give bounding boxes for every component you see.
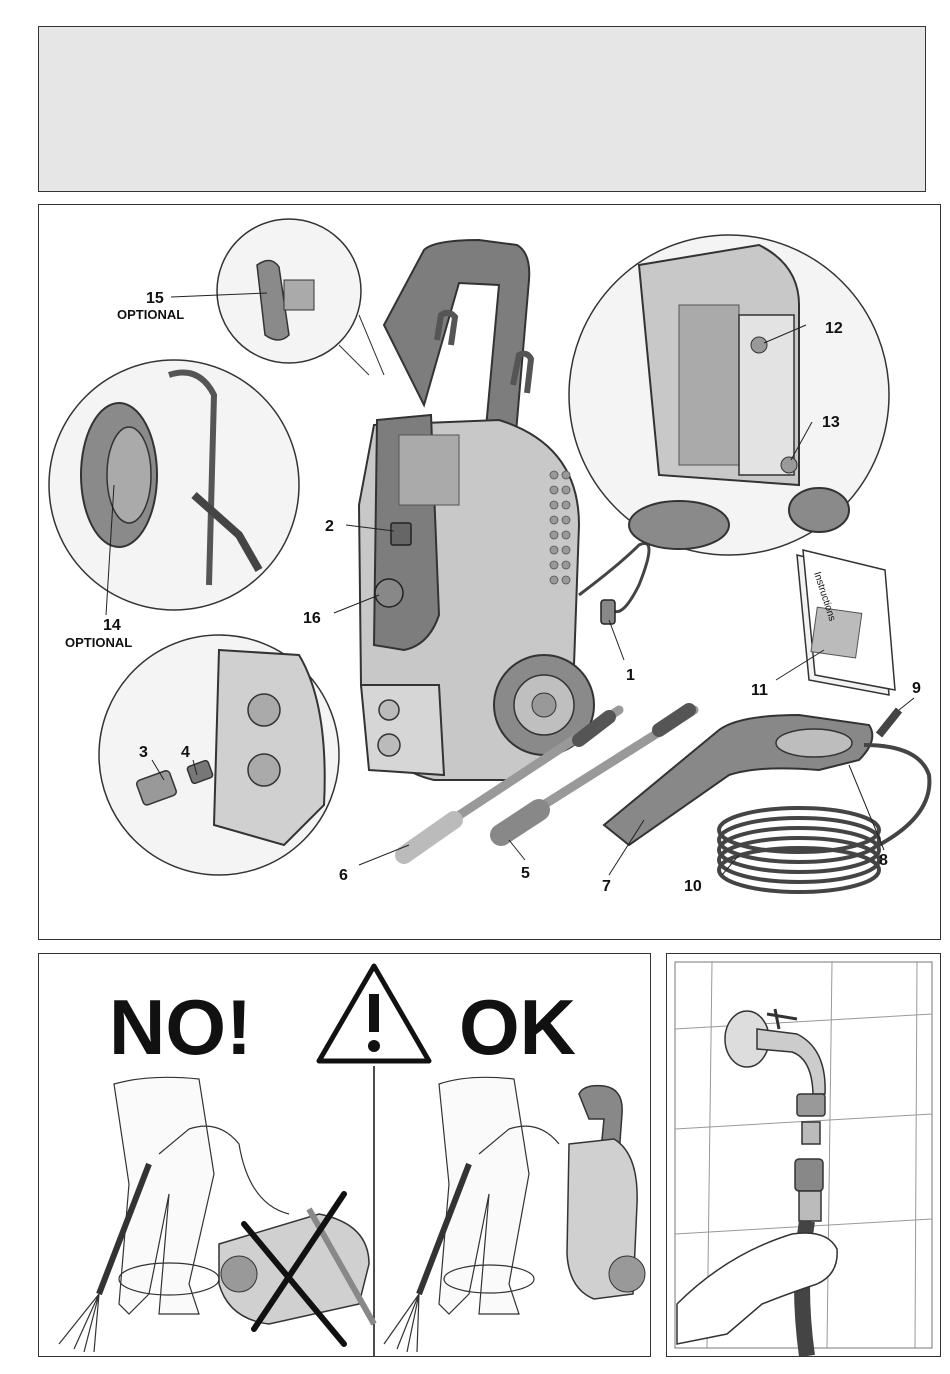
pressure-dial-icon [375, 579, 403, 607]
callout-14: 14 [103, 617, 121, 634]
instruction-booklet-illustration: Instructions [797, 550, 895, 695]
washer-upright-illustration [567, 1086, 645, 1299]
optional-label-15: OPTIONAL [117, 307, 184, 322]
callout-1: 1 [626, 667, 635, 684]
detail-circle-15 [217, 219, 384, 375]
no-label: NO! [109, 983, 252, 1071]
tap-connection-illustration [667, 954, 940, 1356]
callout-9: 9 [912, 680, 921, 697]
hand-icon [677, 1233, 837, 1344]
callout-12: 12 [825, 320, 843, 337]
detail-circle-3-4 [99, 635, 339, 875]
top-blank-panel [38, 26, 926, 192]
callout-5: 5 [521, 865, 530, 882]
optional-label-14: OPTIONAL [65, 635, 132, 650]
callout-7: 7 [602, 878, 611, 895]
callout-8: 8 [879, 852, 888, 869]
callout-4: 4 [181, 744, 190, 761]
on-off-switch-icon [391, 523, 411, 545]
usage-warning-illustration: NO! OK [39, 954, 650, 1356]
tap-connection-panel [666, 953, 941, 1357]
callout-2: 2 [325, 518, 334, 535]
usage-warning-panel: NO! OK [38, 953, 651, 1357]
detail-circle-14 [49, 360, 299, 610]
warning-triangle-icon [319, 966, 429, 1061]
power-plug-icon [601, 600, 615, 624]
callout-3: 3 [139, 744, 148, 761]
callout-11: 11 [751, 682, 768, 699]
callout-6: 6 [339, 867, 348, 884]
ok-label: OK [459, 983, 576, 1071]
callout-15: 15 [146, 290, 164, 307]
operator-figure-correct [384, 1077, 559, 1352]
water-tap-icon [725, 1009, 825, 1144]
components-diagram: Instructions [39, 205, 940, 939]
detail-circle-12-13 [569, 235, 889, 555]
callout-10: 10 [684, 878, 702, 895]
callout-16: 16 [303, 610, 321, 627]
callout-13: 13 [822, 414, 840, 431]
components-diagram-panel: Instructions [38, 204, 941, 940]
